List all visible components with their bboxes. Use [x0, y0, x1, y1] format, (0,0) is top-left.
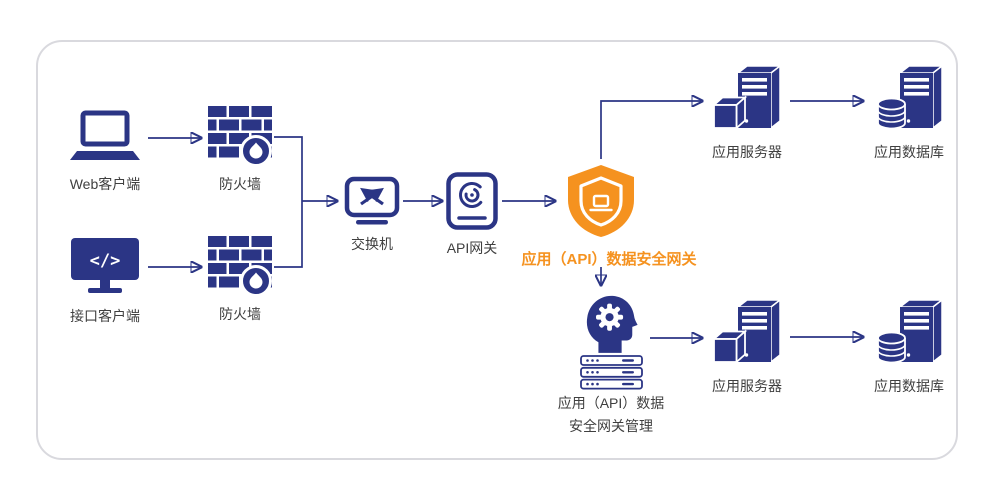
node-label: 应用服务器 [712, 378, 782, 394]
server-tower [897, 298, 945, 364]
admin-head-gear-icon [586, 295, 638, 353]
edge-firewalls-junction [274, 136, 303, 268]
database-cylinder-icon [877, 331, 906, 364]
node-management: 应用（API）数据 安全网关管理 [523, 290, 699, 442]
node-label: 接口客户端 [70, 308, 140, 324]
switch-icon [344, 176, 400, 225]
app-database-icon [877, 64, 945, 130]
diagram-card [36, 40, 958, 460]
node-switch: 交换机 [332, 176, 412, 254]
node-firewall-top: 防火墙 [195, 106, 285, 194]
node-label: 防火墙 [219, 306, 261, 322]
app-database-icon [877, 298, 945, 364]
node-web-client: Web客户端 [55, 110, 155, 194]
storage-box-icon [711, 95, 748, 130]
screen-glyph [592, 194, 610, 208]
api-gateway-icon [446, 172, 498, 230]
node-label: 应用数据库 [874, 144, 944, 160]
node-api-gateway: API网关 [432, 172, 512, 258]
laptop-icon [70, 110, 140, 160]
node-label: 防火墙 [219, 176, 261, 192]
security-shield-icon [568, 165, 634, 237]
server-tower [735, 298, 783, 364]
node-app-database-top: 应用数据库 [867, 64, 951, 162]
node-label: 交换机 [351, 236, 393, 252]
management-label-line2: 安全网关管理 [569, 418, 653, 434]
node-label: API网关 [446, 240, 498, 256]
app-server-icon [711, 298, 783, 364]
firewall-icon [208, 236, 272, 296]
node-api-client: </> 接口客户端 [55, 236, 155, 326]
app-server-icon [711, 64, 783, 130]
node-security-gateway [561, 163, 641, 239]
node-label: 应用服务器 [712, 144, 782, 160]
server-tower [897, 64, 945, 130]
security-gateway-label: 应用（API）数据安全网关 [521, 251, 697, 268]
management-label: 应用（API）数据 安全网关管理 [523, 392, 699, 438]
node-app-server-bottom: 应用服务器 [705, 298, 789, 396]
flame-icon [249, 142, 263, 159]
server-rack-icon [580, 355, 643, 390]
node-app-database-bottom: 应用数据库 [867, 298, 951, 396]
database-cylinder-icon [877, 97, 906, 130]
node-app-server-top: 应用服务器 [705, 64, 789, 162]
node-firewall-bottom: 防火墙 [195, 236, 285, 324]
code-glyph: </> [90, 251, 121, 271]
code-monitor-icon: </> [71, 238, 139, 293]
node-label: Web客户端 [69, 176, 141, 192]
flame-icon [249, 272, 263, 289]
firewall-icon [208, 106, 272, 166]
edge-security-gateway-to-app-server-top [600, 101, 701, 159]
management-label-line1: 应用（API）数据 [557, 395, 665, 411]
storage-box-icon [711, 329, 748, 364]
node-label: 应用数据库 [874, 378, 944, 394]
